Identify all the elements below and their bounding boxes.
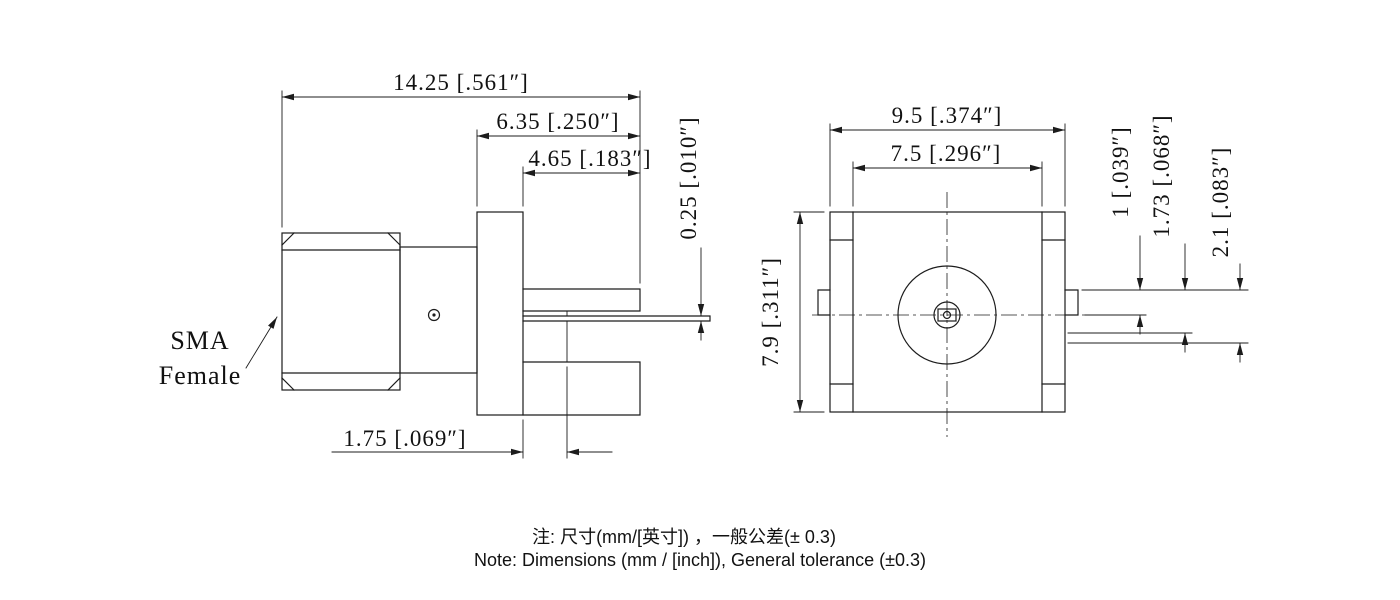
extension-lines-side [281,90,641,459]
dim-step-height: 1.73 [.068″] [1149,114,1174,237]
side-view [281,211,711,416]
label-sma: SMA [170,326,229,355]
hex-nut-outline [281,232,401,391]
dim-total-height: 2.1 [.083″] [1208,147,1233,258]
corner-leg-lines [829,239,1066,385]
dim-inner-width: 7.5 [.296″] [891,141,1002,166]
dim-leg-length: 4.65 [.183″] [528,146,651,171]
label-leader-line [245,316,278,369]
barrel-outline [399,246,478,374]
center-pin [522,315,711,322]
body-outline [829,211,1066,413]
label-female: Female [159,361,242,390]
extension-lines-front [793,123,1249,413]
dim-pin-thickness: 0.25 [.010″] [676,116,701,239]
notes-block: 注: 尺寸(mm/[英寸]) ，一般公差(± 0.3) Note: Dimens… [474,527,926,570]
dim-body-height: 7.9 [.311″] [758,257,783,367]
dim-body-length: 6.35 [.250″] [496,109,619,134]
set-screw [427,308,441,322]
note-zh: 注: 尺寸(mm/[英寸]) ，一般公差(± 0.3) [532,527,836,547]
mounting-legs [522,288,641,416]
front-view-dimensions: 9.5 [.374″] 7.5 [.296″] 7.9 [.311″] 1 [.… [758,103,1249,413]
hex-nut-facets [281,232,401,391]
inner-body-lines [852,211,1043,413]
center-lines [812,192,1085,437]
note-en: Note: Dimensions (mm / [inch]), General … [474,550,926,570]
dim-slot-width: 1.75 [.069″] [343,426,466,451]
side-view-dimensions: 14.25 [.561″] 6.35 [.250″] 4.65 [.183″] … [281,70,705,459]
dim-overall-length: 14.25 [.561″] [393,70,529,95]
dim-tab-height: 1 [.039″] [1108,126,1133,217]
dim-body-width: 9.5 [.374″] [892,103,1003,128]
flange-outline [476,211,524,416]
connector-label: SMA Female [159,316,278,390]
front-view [812,192,1085,437]
